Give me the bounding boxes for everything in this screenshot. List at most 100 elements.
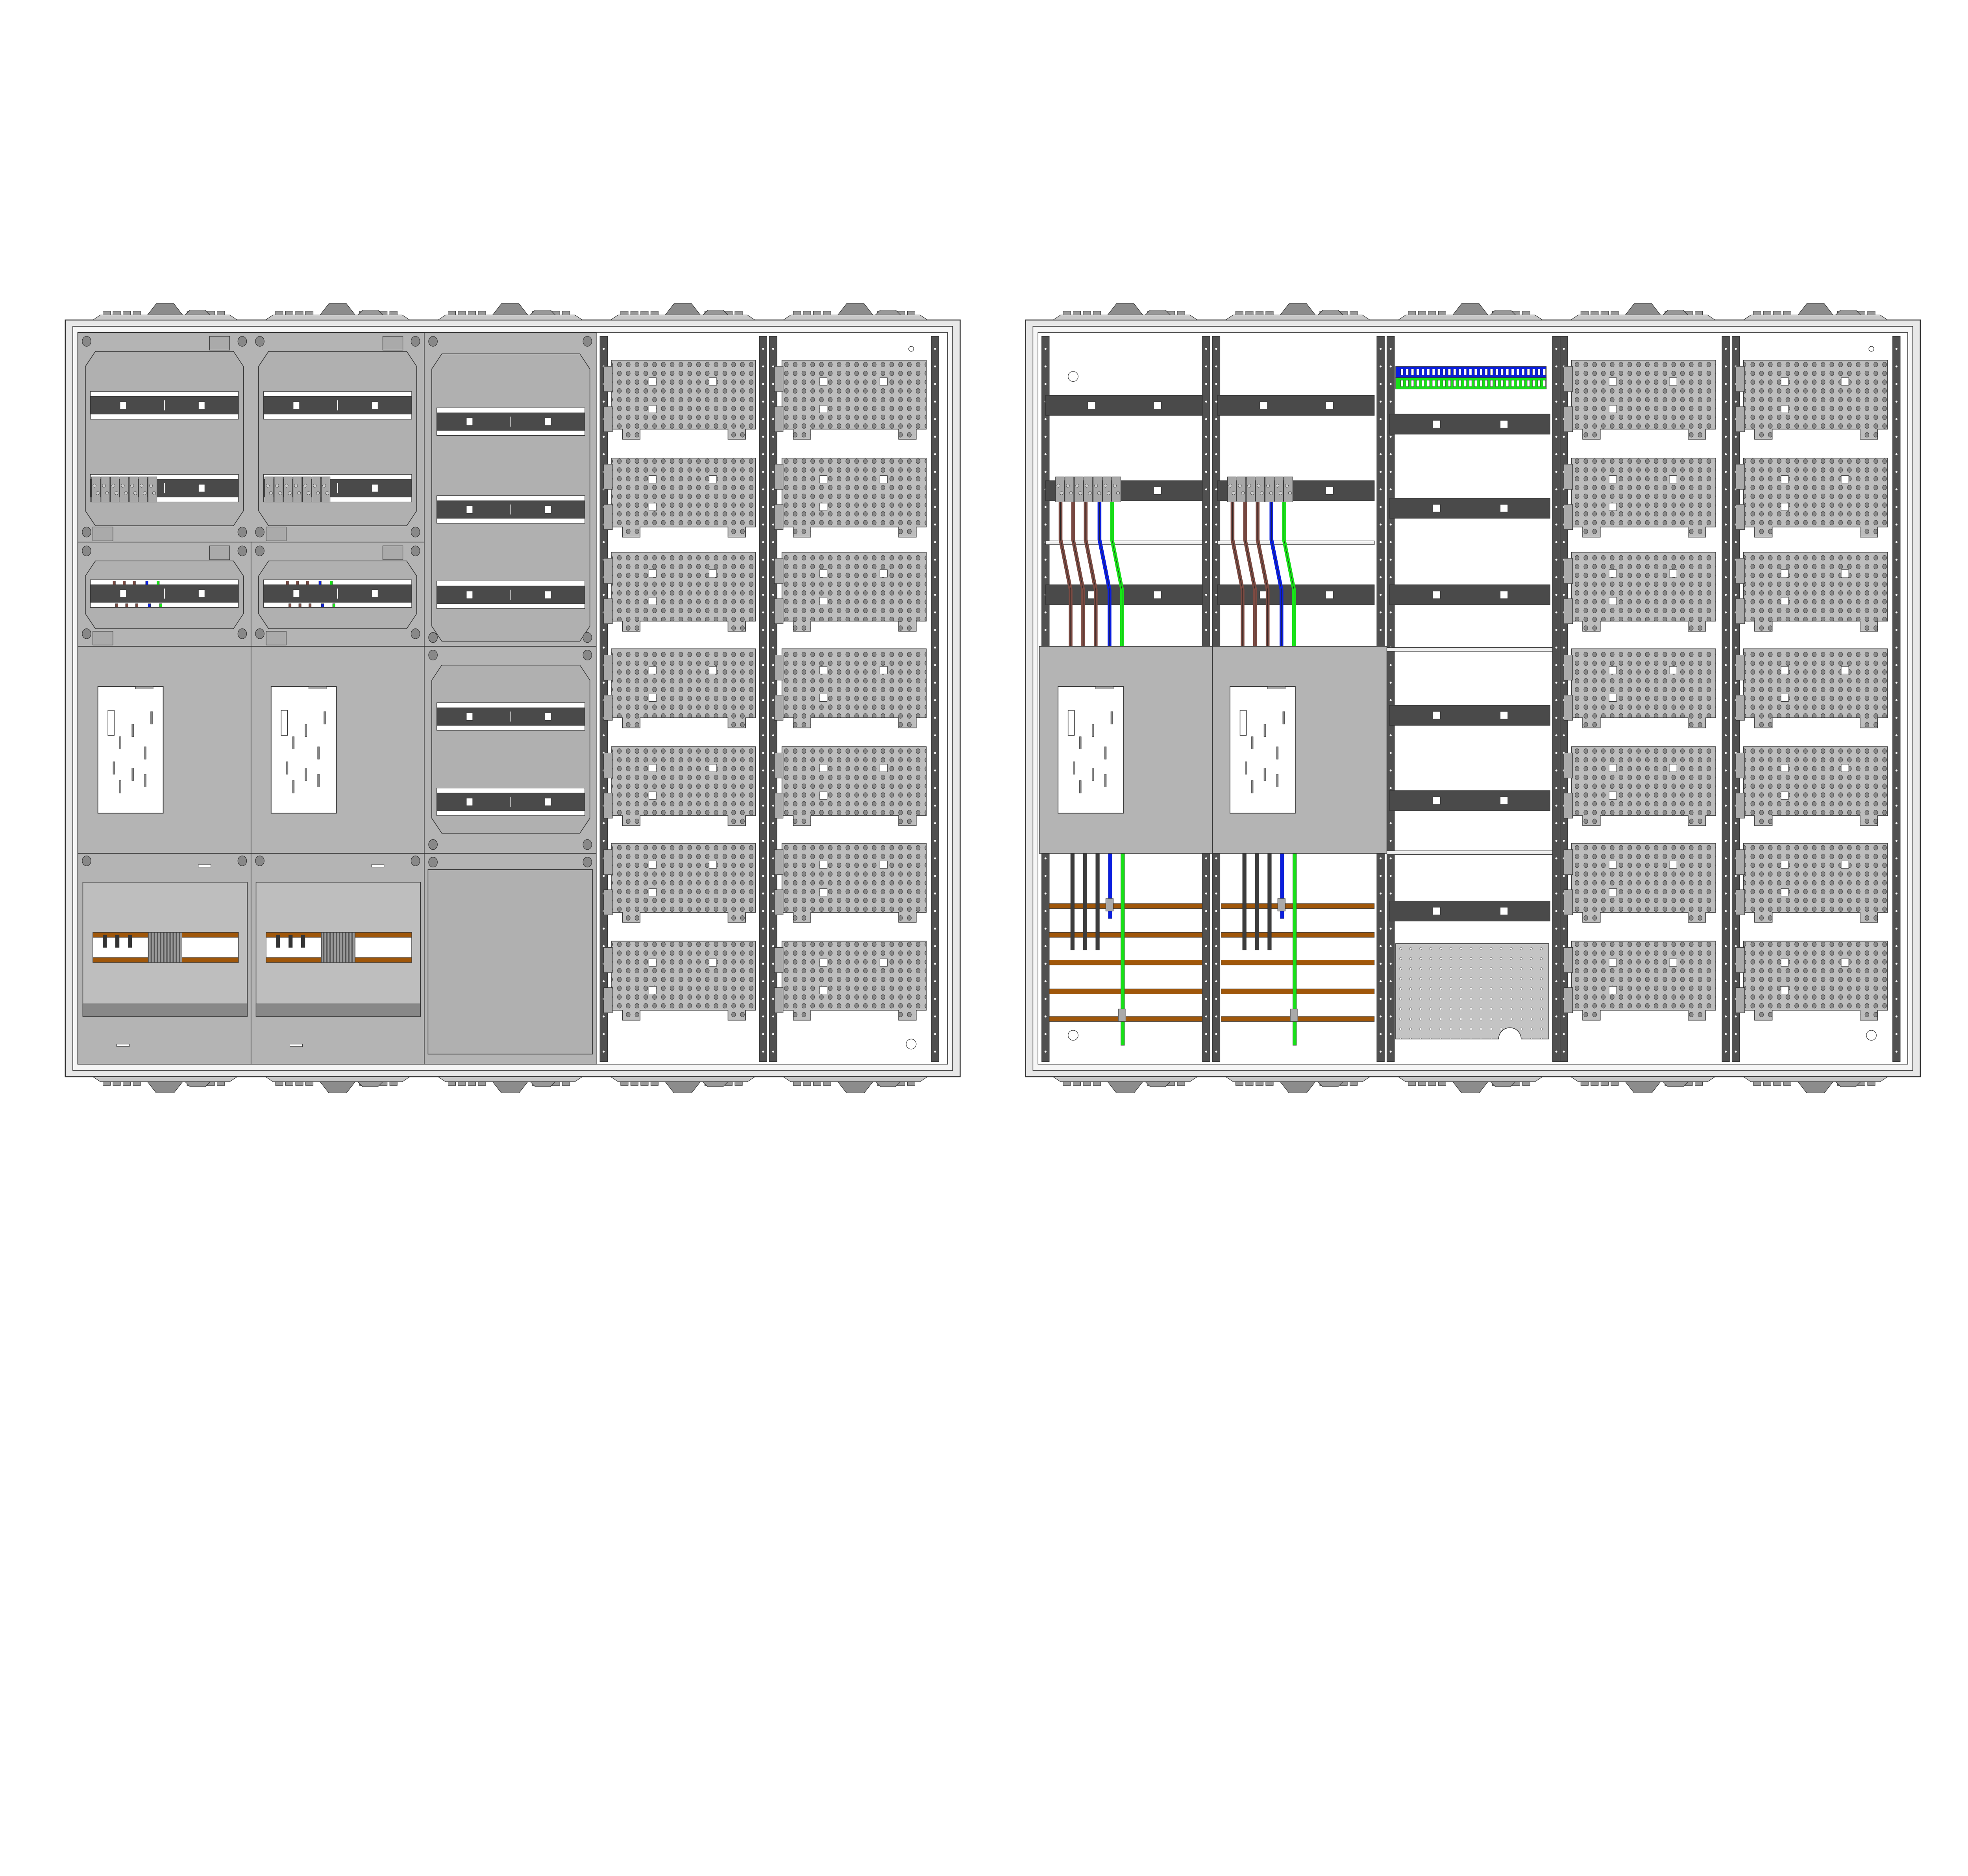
post-hole (1895, 347, 1898, 350)
mounting-rail-slot (1260, 401, 1268, 410)
gland-small (468, 311, 476, 315)
post-hole (1725, 664, 1727, 666)
hinge (209, 545, 230, 560)
gland-small (1611, 1081, 1619, 1086)
mounting-rail-slot (1500, 797, 1508, 805)
terminal-block (1102, 477, 1112, 503)
gland-small (1350, 311, 1358, 315)
wire-outline (1271, 502, 1282, 647)
terminal-screw (1056, 484, 1060, 488)
gland-large (1107, 1081, 1143, 1094)
post-hole (1205, 471, 1207, 473)
post-hole (1895, 928, 1898, 930)
post-hole (1555, 804, 1557, 807)
terminal-screw (1406, 380, 1409, 387)
plate-slot (1841, 377, 1849, 386)
gland-small (734, 311, 743, 315)
post-hole (1205, 523, 1207, 526)
post-hole (1725, 910, 1727, 912)
wire-clamp (1277, 898, 1285, 911)
post-hole (603, 646, 605, 649)
din-rail (437, 495, 585, 524)
din-rail-slot (466, 798, 473, 806)
post-hole (1725, 682, 1727, 684)
plate-slot (1781, 569, 1789, 578)
plate-slot (649, 666, 657, 674)
post-hole (762, 646, 764, 649)
post-hole (1555, 383, 1557, 385)
plate-slot (649, 503, 657, 511)
post-hole (1205, 945, 1207, 947)
post-hole (1725, 347, 1727, 350)
plate-slot (879, 569, 888, 578)
gland-medium (357, 1081, 384, 1087)
perforated-mounting-plate (603, 648, 756, 728)
meter-slot (1104, 746, 1107, 760)
post-hole (1563, 875, 1565, 877)
post-hole (1555, 717, 1557, 719)
post-hole (772, 646, 774, 649)
meter-slot (317, 774, 320, 787)
post-hole (1725, 857, 1727, 859)
meter-wiring-column (1217, 395, 1375, 1046)
post-hole (934, 593, 936, 596)
post-hole (772, 980, 774, 983)
post-hole (1895, 963, 1898, 965)
plate-clamp (1563, 793, 1573, 819)
post-hole (1895, 699, 1898, 701)
plate-body (781, 458, 927, 538)
busbar (1221, 932, 1375, 938)
plate-clamp (1735, 558, 1745, 584)
terminal-screw (1411, 380, 1414, 387)
post-hole (934, 928, 936, 930)
meter-slot (305, 768, 307, 781)
perforated-mounting-plate (1735, 552, 1888, 632)
post-hole (1735, 436, 1737, 438)
hinge (209, 336, 230, 351)
terminal-screw (1480, 380, 1483, 387)
meter-board (97, 686, 164, 814)
post-hole (762, 400, 764, 403)
post-hole (1725, 365, 1727, 368)
meter-slot (113, 761, 115, 774)
post-hole (1215, 611, 1217, 614)
terminal-screw (1464, 380, 1467, 387)
plate-clamp (603, 464, 613, 490)
screw-icon (255, 545, 264, 556)
perforated-mounting-plate (1735, 360, 1888, 440)
post-hole (1389, 611, 1392, 614)
gland-medium (702, 1081, 729, 1087)
plate-slot (819, 958, 827, 967)
post-hole (1555, 488, 1557, 491)
terminal-screw (266, 484, 270, 488)
post-hole (934, 910, 936, 912)
plate-body (611, 360, 756, 440)
terminal-screw (1516, 380, 1520, 387)
post-hole (762, 664, 764, 666)
post-hole (1895, 752, 1898, 754)
post-hole (934, 664, 936, 666)
gland-large (1625, 1081, 1661, 1094)
plate-slot (649, 888, 657, 896)
terminal-screw (140, 484, 144, 488)
screw-icon (583, 650, 592, 660)
post-hole (603, 629, 605, 631)
plate-clamp (774, 406, 784, 432)
plate-slot (1669, 764, 1677, 772)
plate-body (781, 360, 927, 440)
plate-slot (649, 475, 657, 484)
gland-small (1093, 311, 1101, 315)
post-hole (772, 928, 774, 930)
screw-icon (82, 545, 91, 556)
post-hole (1895, 365, 1898, 368)
terminal-screw (1485, 380, 1488, 387)
gland-strip (1397, 1076, 1544, 1082)
busbar-box-base (255, 1004, 421, 1017)
terminal-screw (1066, 484, 1070, 488)
post-hole (762, 488, 764, 491)
terminal-block (293, 477, 302, 503)
terminal-screw (322, 484, 326, 488)
plate-slot (1781, 475, 1789, 484)
terminal-screw (1416, 380, 1419, 387)
gland-large (1625, 303, 1661, 316)
